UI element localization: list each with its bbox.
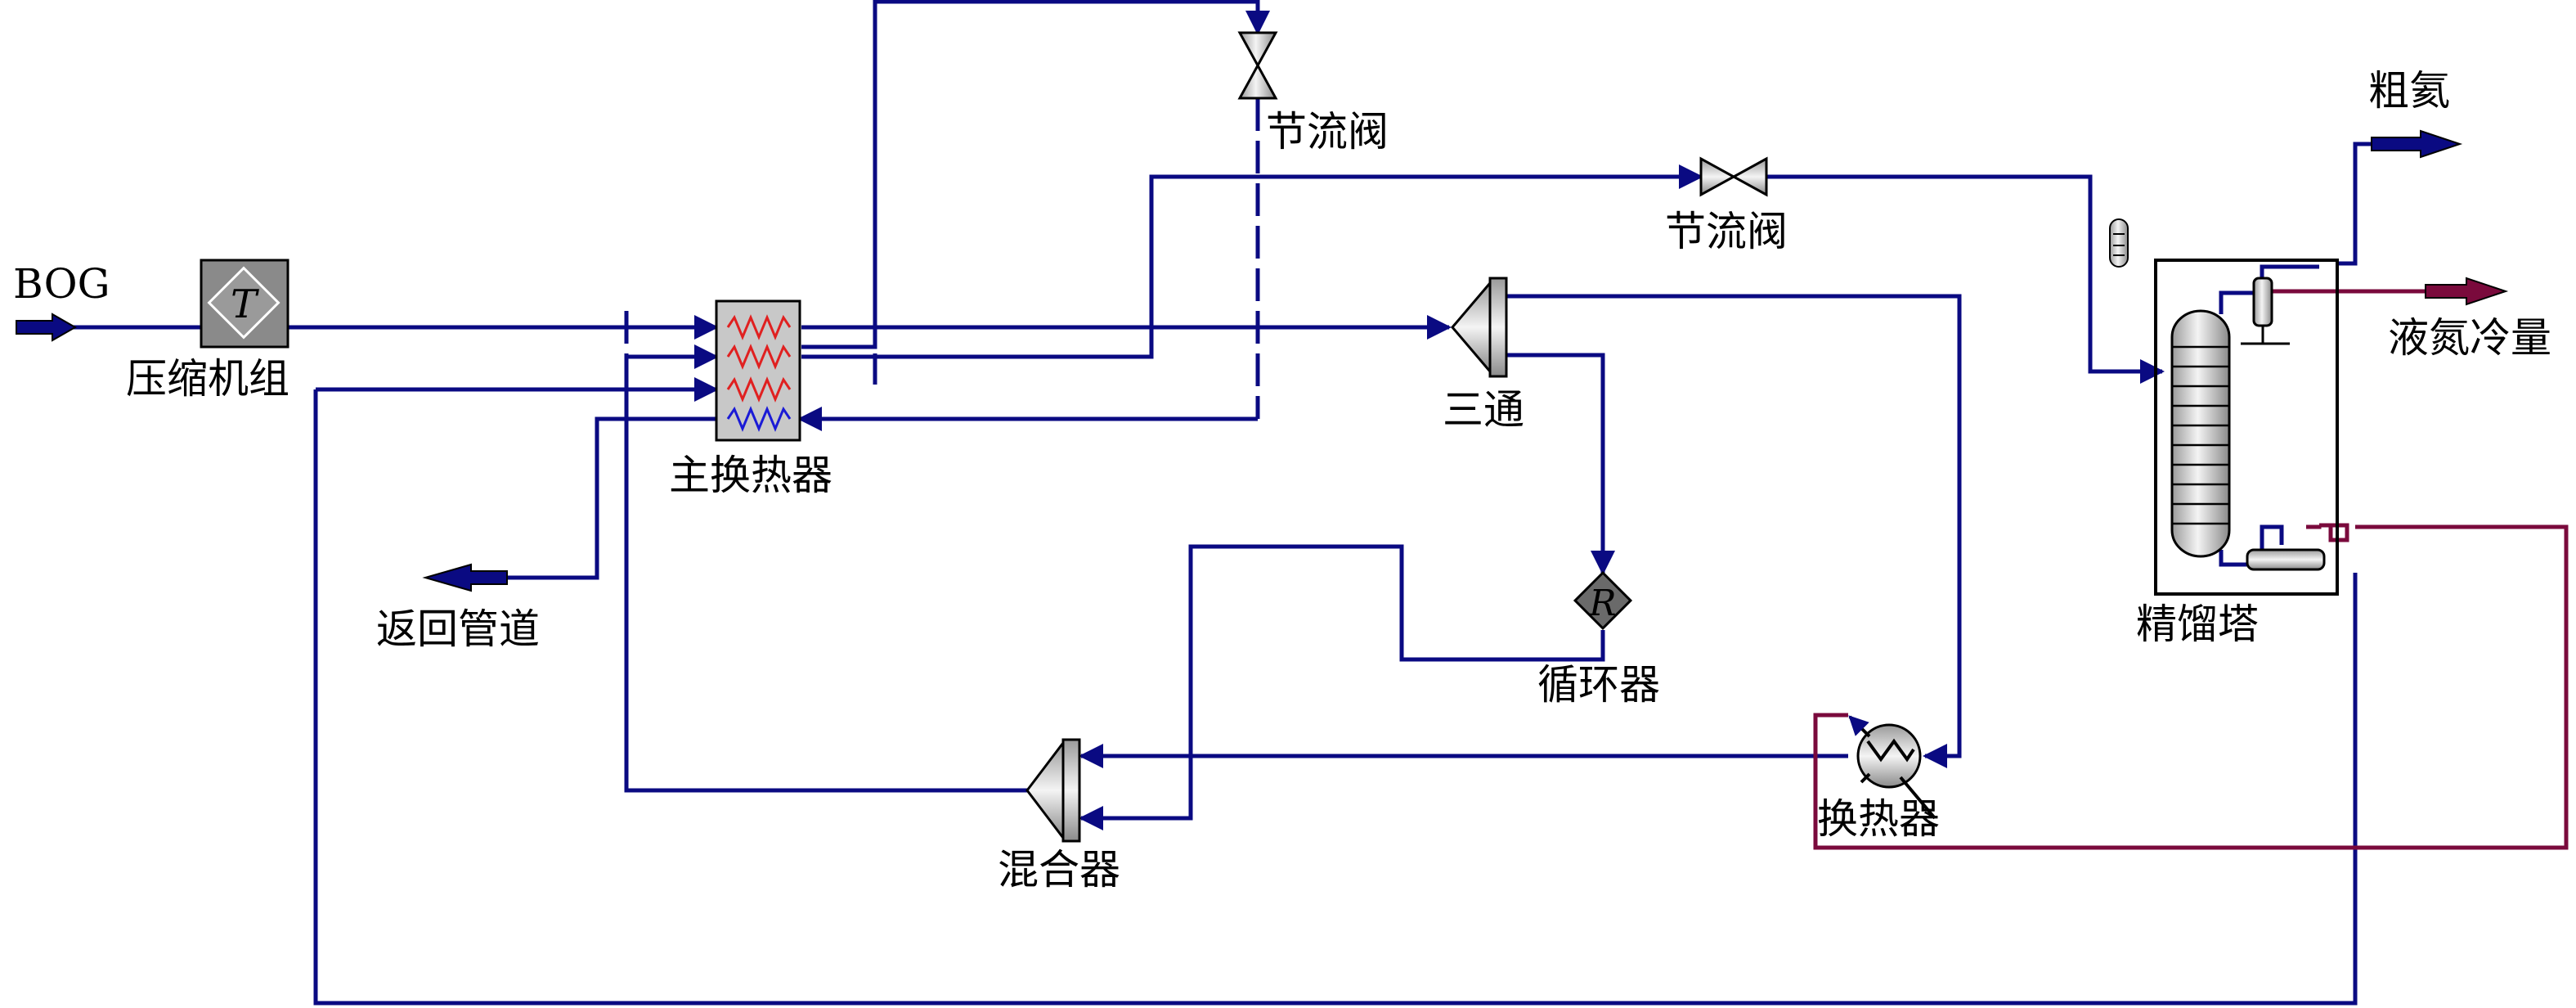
- tee-cone-icon: [1451, 279, 1492, 376]
- column-tower-icon: [2170, 309, 2231, 558]
- label-compressor: 压缩机组: [126, 355, 289, 403]
- condenser-icon: [2252, 277, 2273, 327]
- stream-crossings: [624, 311, 1154, 524]
- stream-recycler-out[interactable]: [1079, 544, 1605, 830]
- label-bog: BOG: [13, 260, 110, 308]
- stream-return-pipe[interactable]: [507, 416, 716, 580]
- mixer-cone-icon: [1025, 739, 1065, 842]
- stream-tee-to-recycler[interactable]: [1506, 353, 1615, 575]
- hot-coil-1-icon: [726, 314, 792, 340]
- tee-splitter[interactable]: [1451, 277, 1508, 378]
- recycler-symbol: R: [1588, 583, 1616, 624]
- bog-inlet-arrow-icon: [16, 313, 78, 342]
- hot-coil-2-icon: [726, 344, 792, 370]
- stream-tee-to-heat-exchanger[interactable]: [1506, 294, 1962, 768]
- heat-exchanger-icon: [1856, 723, 1922, 789]
- ln2-cold-arrow-icon: [2425, 277, 2509, 306]
- throttle-valve-mid[interactable]: [1699, 156, 1768, 197]
- outlet-arrows: [16, 129, 2509, 592]
- stream-mid-valve-to-column[interactable]: [1766, 174, 2165, 384]
- label-crude-he: 粗氦: [2368, 67, 2450, 115]
- recycler[interactable]: R: [1573, 570, 1633, 631]
- mixer-body-icon: [1061, 738, 1081, 843]
- return-pipe-arrow-icon: [422, 563, 508, 592]
- main-heat-exchanger[interactable]: [715, 299, 801, 442]
- distillation-column[interactable]: [2154, 259, 2339, 596]
- stream-column-to-crude-he[interactable]: [2337, 142, 2372, 266]
- label-tee: 三通: [1443, 386, 1524, 434]
- label-hx: 换热器: [1817, 795, 1940, 843]
- label-main-hx: 主换热器: [669, 452, 832, 499]
- stream-hx-to-top-valve[interactable]: [801, 0, 1270, 349]
- stream-column-to-hx[interactable]: [313, 389, 2358, 1006]
- valve-top-icon: [1237, 31, 1278, 100]
- cold-coil-icon: [726, 406, 792, 432]
- label-valve-top: 节流阀: [1266, 108, 1389, 155]
- valve-mid-icon: [1699, 156, 1768, 197]
- vent-indicator-icon: [2109, 218, 2129, 268]
- recycler-diamond-icon: [1573, 570, 1633, 631]
- process-streams: [57, 0, 2372, 1006]
- stream-hx-to-mid-valve[interactable]: [801, 164, 1703, 359]
- label-valve-mid: 节流阀: [1665, 208, 1788, 255]
- compressor-diamond-icon: [207, 266, 280, 340]
- column-trays-icon: [2172, 345, 2229, 525]
- compressor-unit[interactable]: T: [200, 259, 289, 349]
- label-mixer: 混合器: [998, 846, 1120, 893]
- mixer[interactable]: [1025, 738, 1081, 843]
- energy-streams: [1813, 289, 2569, 850]
- crude-he-arrow-icon: [2371, 129, 2463, 159]
- label-recycler: 循环器: [1537, 661, 1660, 709]
- label-return-pipe: 返回管道: [376, 605, 540, 653]
- label-ln2-cold: 液氮冷量: [2388, 314, 2551, 362]
- compressor-symbol: T: [231, 281, 259, 327]
- column-frame: [2154, 259, 2339, 596]
- label-column: 精馏塔: [2136, 601, 2259, 648]
- stream-column-bottoms[interactable]: [2219, 524, 2284, 567]
- reboiler-icon: [2246, 548, 2326, 571]
- tee-body-icon: [1488, 277, 1508, 378]
- stream-mixer-to-hx[interactable]: [624, 357, 1027, 793]
- hot-coil-3-icon: [726, 376, 792, 403]
- energy-stream-loop[interactable]: [1813, 523, 2569, 850]
- throttle-valve-top[interactable]: [1237, 31, 1278, 100]
- heat-exchanger[interactable]: [1848, 715, 1936, 820]
